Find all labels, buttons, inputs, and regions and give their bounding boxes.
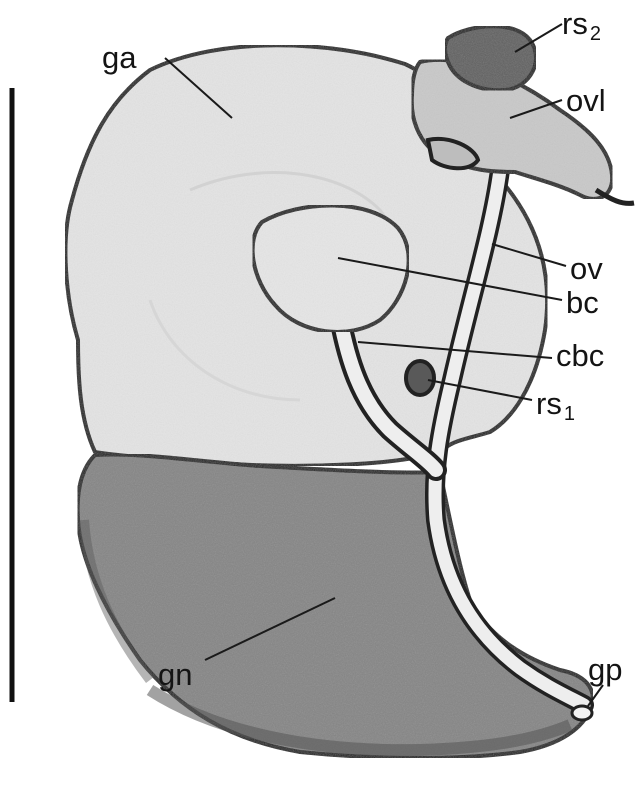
nidamental-gland [78, 454, 593, 758]
label-gp: gp [588, 652, 622, 687]
label-bc: bc [566, 285, 599, 320]
genital-pore [572, 706, 592, 720]
label-ov: ov [570, 251, 603, 286]
label-gn: gn [158, 657, 192, 692]
label-rs2-sub: 2 [590, 23, 601, 45]
receptacle-1 [406, 361, 434, 395]
label-ga: ga [102, 40, 137, 75]
label-rs1-sub: 1 [564, 403, 575, 425]
label-rs1-base: rs [536, 386, 562, 421]
label-rs2-base: rs [562, 6, 588, 41]
label-cbc: cbc [556, 338, 604, 373]
label-ovl: ovl [566, 83, 606, 118]
